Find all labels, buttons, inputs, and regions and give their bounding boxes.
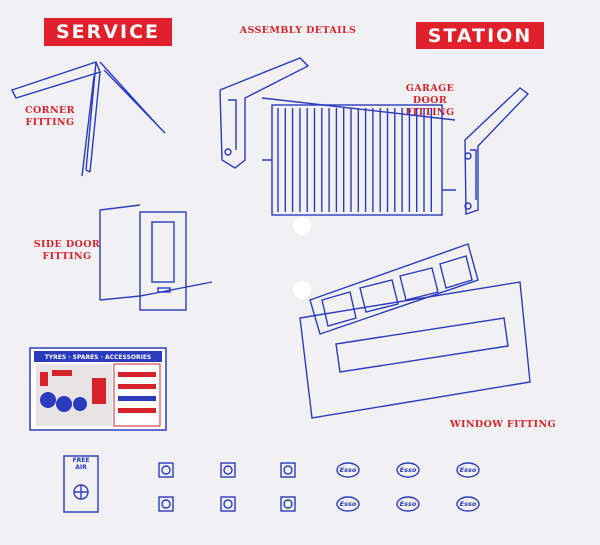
esso-badge-text: Esso xyxy=(340,500,357,508)
assembly-details-heading: ASSEMBLY DETAILS xyxy=(239,25,357,36)
gauge-icon xyxy=(280,496,296,512)
esso-badge-oval xyxy=(456,496,480,512)
side-door-drawing xyxy=(99,204,213,311)
corner-fitting-label: CORNER FITTING xyxy=(25,105,75,128)
gauge-icon xyxy=(220,462,236,478)
service-banner: SERVICE xyxy=(44,18,172,46)
gauge-dial xyxy=(223,465,233,475)
esso-badge-oval xyxy=(336,462,360,478)
esso-badge-oval xyxy=(396,462,420,478)
gauge-dial xyxy=(161,499,171,509)
gauge-icons xyxy=(158,462,296,512)
esso-badge-oval xyxy=(396,496,420,512)
punch-hole-top xyxy=(293,217,311,235)
accessories-sign: TYRES · SPARES · ACCESSORIES xyxy=(29,347,167,431)
side-door-fitting-label: SIDE DOOR FITTING xyxy=(33,239,101,262)
gauge-icon xyxy=(280,462,296,478)
gauge-dial xyxy=(283,499,293,509)
esso-badge-text: Esso xyxy=(460,500,477,508)
gauge-dial xyxy=(223,499,233,509)
garage-door-fitting-label: GARAGE DOOR FITTING xyxy=(405,83,455,118)
window-fitting-drawing xyxy=(299,243,531,419)
free-air-label: FREE AIR xyxy=(72,457,90,471)
corner-fitting-drawing xyxy=(11,61,166,177)
window-fitting-label: WINDOW FITTING xyxy=(449,419,557,430)
gauge-icon xyxy=(158,462,174,478)
station-banner: STATION xyxy=(416,22,544,49)
sign-text: TYRES · SPARES · ACCESSORIES xyxy=(45,354,152,361)
esso-badge-text: Esso xyxy=(400,500,417,508)
garage-door-drawing xyxy=(261,97,456,216)
punch-hole-bottom xyxy=(293,281,311,299)
gauge-dial xyxy=(283,465,293,475)
esso-badge-text: Esso xyxy=(400,466,417,474)
garage-bracket-left-drawing xyxy=(219,57,310,169)
free-air-sign xyxy=(63,455,99,513)
esso-badge-text: Esso xyxy=(460,466,477,474)
gauge-dial xyxy=(161,465,171,475)
gauge-icon xyxy=(158,496,174,512)
gauge-icon xyxy=(220,496,236,512)
esso-badge-oval xyxy=(336,496,360,512)
garage-bracket-right-drawing xyxy=(464,87,530,215)
esso-badge-text: Esso xyxy=(340,466,357,474)
esso-badge-oval xyxy=(456,462,480,478)
